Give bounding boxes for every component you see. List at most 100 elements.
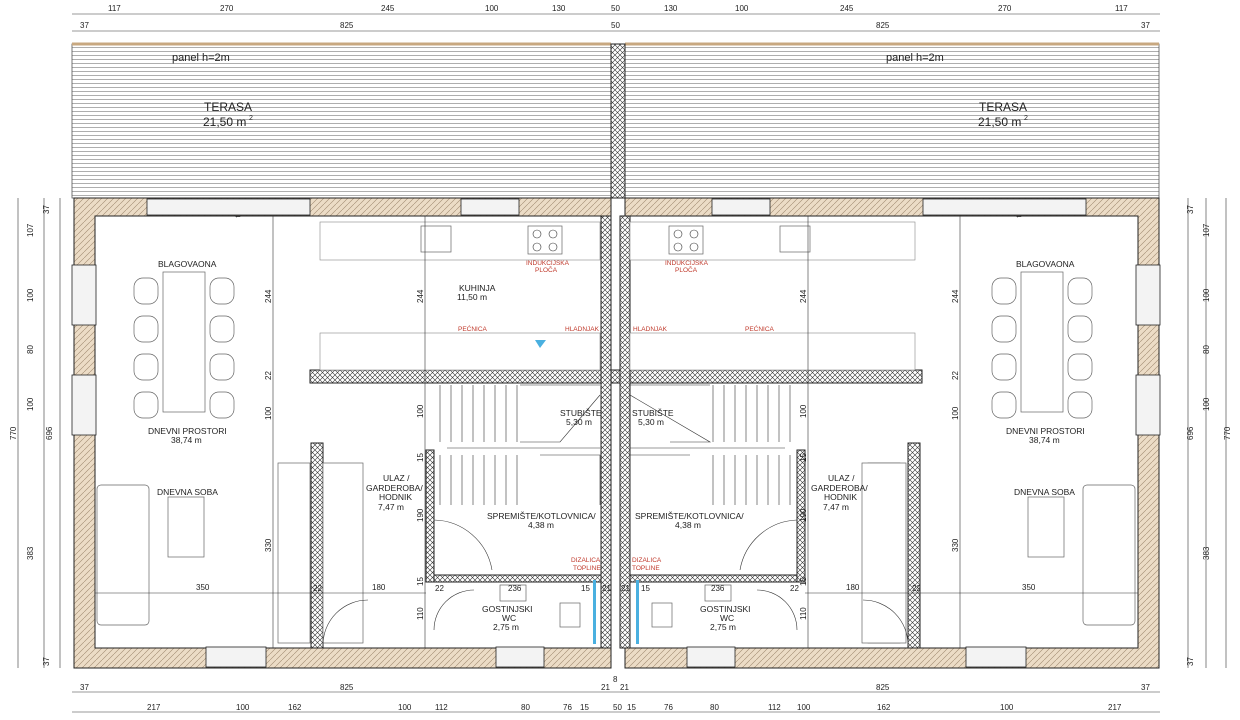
dim-top-130b: 130	[664, 4, 678, 13]
cooktop-icon	[668, 225, 704, 255]
dim-bottom-row2: 76	[563, 703, 572, 712]
dim-right-100b: 100	[1202, 397, 1211, 411]
dim-22: 22	[912, 584, 921, 593]
dim-left-107: 107	[26, 223, 35, 237]
sliding-arrow-icon: ←	[1015, 211, 1023, 220]
dim-right-37: 37	[1186, 205, 1195, 214]
label-hladnjak: HLADNJAK	[633, 326, 668, 333]
dim-bottom-row2: 162	[288, 703, 302, 712]
dim-350: 350	[1022, 583, 1036, 592]
side-dimensions: 37 107 100 80 100 770 696 383 37 37 107 …	[9, 198, 1232, 668]
dim-22: 22	[435, 584, 444, 593]
dim-bot-8: 8	[613, 675, 618, 684]
dim-bot-825b: 825	[876, 683, 890, 692]
chair	[991, 353, 1017, 381]
dim-top-100b: 100	[735, 4, 749, 13]
label-pecnica: PEĆNICA	[458, 324, 488, 333]
room-dnevni-area: 38,74 m	[171, 435, 202, 445]
room-garderoba: GARDEROBA/	[366, 483, 423, 493]
dim-bottom-row2: 112	[435, 703, 448, 712]
dim-left-770: 770	[9, 426, 18, 440]
room-kuhinja: KUHINJA	[459, 283, 496, 293]
dim-244: 244	[416, 289, 425, 303]
room-wc-area: 2,75 m	[493, 622, 519, 632]
dim-15: 15	[581, 584, 590, 593]
room-stubiste-area: 5,30 m	[566, 417, 592, 427]
chair	[209, 353, 235, 381]
label-indukcijska: INDUKCIJSKA	[526, 260, 570, 267]
stairs	[439, 384, 791, 505]
windows: ← ←	[71, 198, 1161, 668]
dim-left-383: 383	[26, 546, 35, 560]
dim-top-245a: 245	[381, 4, 395, 13]
dim-22: 22	[951, 371, 960, 380]
dim-21: 21	[621, 584, 630, 593]
dim-244: 244	[799, 289, 808, 303]
dim-22: 22	[790, 584, 799, 593]
dim-350: 350	[196, 583, 210, 592]
room-stubiste: STUBIŠTE	[632, 408, 674, 418]
chair	[1067, 353, 1093, 381]
dim-15: 15	[799, 577, 808, 586]
dim-bottom-row2: 50	[613, 703, 622, 712]
dim-left-37b: 37	[42, 657, 51, 666]
room-wc-label: WC	[502, 613, 516, 623]
sliding-arrow-icon: ←	[234, 211, 242, 220]
room-stubiste: STUBIŠTE	[560, 408, 602, 418]
room-labels-right: BLAGOVAONA DNEVNI PROSTORI 38,74 m DNEVN…	[632, 259, 1085, 632]
dining-table	[162, 271, 206, 413]
chair	[209, 277, 235, 305]
room-spremiste-area: 4,38 m	[675, 520, 701, 530]
chair	[133, 277, 159, 305]
living-furniture	[95, 462, 1138, 644]
stair-outline	[447, 384, 601, 505]
dim-bottom-row2: 100	[398, 703, 412, 712]
chair	[1067, 277, 1093, 305]
dim-21: 21	[602, 584, 611, 593]
terrace-area-sup: 2	[249, 115, 253, 122]
label-topline: TOPLINE	[632, 565, 660, 572]
dim-bottom-row2: 112	[768, 703, 781, 712]
dim-190: 190	[799, 508, 808, 522]
dim-left-80: 80	[26, 345, 35, 354]
chair	[1067, 391, 1093, 419]
label-ploca: PLOČA	[535, 265, 558, 274]
dim-bot-21b: 21	[620, 683, 629, 692]
top-dimension-lines: 117 270 245 100 130 50 130 100 245 270 1…	[72, 4, 1160, 32]
dim-top-245b: 245	[840, 4, 854, 13]
dim-236: 236	[711, 584, 725, 593]
room-hodnik: HODNIK	[824, 492, 857, 502]
room-blagovaona: BLAGOVAONA	[158, 259, 217, 269]
dim-330: 330	[951, 538, 960, 552]
interior-dimensions: 244 22 100 330 350 180 244 100 15 190 15…	[196, 216, 1036, 648]
label-indukcijska: INDUKCIJSKA	[665, 260, 709, 267]
room-wc-area: 2,75 m	[710, 622, 736, 632]
kitchen-counters: INDUKCIJSKA PLOČA INDUKCIJSKA PLOČA PEĆN…	[319, 221, 916, 371]
room-wc-label: WC	[720, 613, 734, 623]
dim-bottom-row2: 80	[710, 703, 719, 712]
dim-top-270a: 270	[220, 4, 234, 13]
dim-top-50: 50	[611, 4, 620, 13]
dim-left-100b: 100	[26, 397, 35, 411]
room-spremiste: SPREMIŠTE/KOTLOVNICA/	[487, 511, 596, 521]
room-wc: GOSTINJSKI	[700, 604, 751, 614]
label-pecnica: PEĆNICA	[745, 324, 775, 333]
room-blagovaona: BLAGOVAONA	[1016, 259, 1075, 269]
room-wc: GOSTINJSKI	[482, 604, 533, 614]
door-swings	[322, 519, 909, 646]
dim-bot-37b: 37	[1141, 683, 1150, 692]
room-spremiste: SPREMIŠTE/KOTLOVNICA/	[635, 511, 744, 521]
dim-15: 15	[416, 453, 425, 462]
dim-bottom-row2: 217	[147, 703, 161, 712]
dim-right-383: 383	[1202, 546, 1211, 560]
room-dnevni-area: 38,74 m	[1029, 435, 1060, 445]
room-dnevna-soba: DNEVNA SOBA	[157, 487, 218, 497]
dim-180: 180	[372, 583, 386, 592]
dim-top-117b: 117	[1115, 4, 1128, 13]
room-stubiste-area: 5,30 m	[638, 417, 664, 427]
marker-icon	[535, 340, 546, 348]
room-hodnik: HODNIK	[379, 492, 412, 502]
dim-bottom-row2: 15	[627, 703, 636, 712]
terrace-right: panel h=2m TERASA 21,50 m 2	[624, 42, 1160, 199]
